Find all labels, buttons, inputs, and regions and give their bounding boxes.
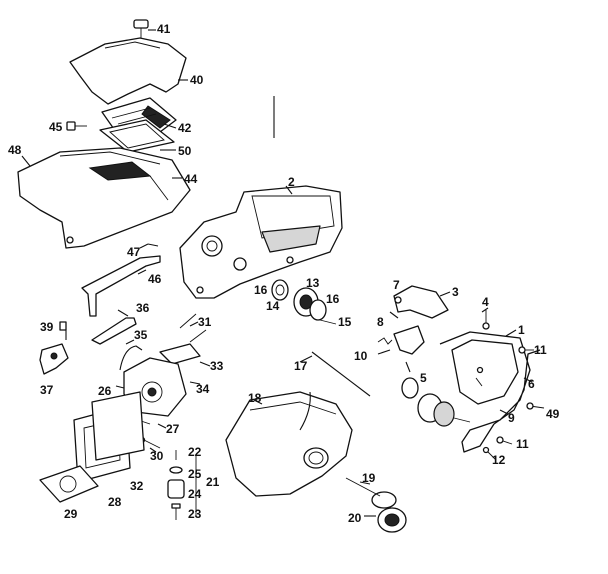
callout-49: 49 xyxy=(546,407,560,421)
callout-32: 32 xyxy=(130,479,144,493)
part-11-screw-bottom xyxy=(496,436,513,445)
part-24-sleeve xyxy=(167,479,185,499)
part-45-screw xyxy=(66,121,87,131)
callout-37: 37 xyxy=(40,383,54,397)
callout-20: 20 xyxy=(348,511,362,525)
part-4-screw xyxy=(482,310,490,330)
callout-46: 46 xyxy=(148,272,162,286)
part-46-bracket xyxy=(81,255,161,317)
callout-27: 27 xyxy=(166,422,180,436)
part-9-clip xyxy=(475,366,484,387)
part-31-screw xyxy=(179,313,207,343)
part-2-crankcase xyxy=(179,185,343,299)
callout-23: 23 xyxy=(188,507,202,521)
callout-13: 13 xyxy=(306,276,320,290)
callout-16b: 16 xyxy=(326,292,340,306)
callout-labels: 41 40 42 50 45 44 48 47 46 2 16 14 13 16… xyxy=(8,22,560,525)
callout-33: 33 xyxy=(210,359,224,373)
part-49-screw xyxy=(526,402,545,410)
part-25-washer xyxy=(169,466,183,474)
callout-7: 7 xyxy=(393,278,400,292)
callout-50: 50 xyxy=(178,144,192,158)
callout-34: 34 xyxy=(196,382,210,396)
part-47-pin xyxy=(147,243,159,247)
part-33-plate xyxy=(159,343,201,365)
part-50-gasket xyxy=(99,119,175,153)
part-6-clutch xyxy=(417,393,471,427)
part-5-washer xyxy=(401,377,419,399)
callout-42: 42 xyxy=(178,121,192,135)
callout-29: 29 xyxy=(64,507,78,521)
callout-26: 26 xyxy=(98,384,112,398)
part-23-screw xyxy=(171,503,181,520)
callout-11a: 11 xyxy=(534,343,547,357)
part-41-knob-screw xyxy=(133,19,149,44)
callout-35: 35 xyxy=(134,328,148,342)
callout-17: 17 xyxy=(294,359,308,373)
callout-9: 9 xyxy=(508,411,515,425)
callout-19: 19 xyxy=(362,471,376,485)
part-17-rod xyxy=(311,351,371,397)
part-8-link xyxy=(393,325,425,355)
callout-14: 14 xyxy=(266,299,280,313)
callout-16a: 16 xyxy=(254,283,268,297)
callout-3: 3 xyxy=(452,285,459,299)
part-7-pin xyxy=(394,296,402,304)
part-19-cap-gasket xyxy=(345,477,397,509)
callout-47: 47 xyxy=(127,245,141,259)
callout-11b: 11 xyxy=(516,437,529,451)
part-20-fuel-cap xyxy=(377,507,407,533)
part-18-fuel-tank xyxy=(225,391,353,497)
part-32-spacer xyxy=(91,391,145,461)
leader-lines xyxy=(21,29,533,517)
callout-48: 48 xyxy=(8,143,22,157)
callout-6: 6 xyxy=(528,377,535,391)
callout-10: 10 xyxy=(354,349,368,363)
callout-21: 21 xyxy=(206,475,220,489)
part-3-lever xyxy=(393,285,449,319)
callout-31: 31 xyxy=(198,315,212,329)
part-11-screw-top xyxy=(518,346,534,354)
part-40-top-cover xyxy=(69,37,187,105)
part-13-bearing xyxy=(293,287,327,321)
callout-5: 5 xyxy=(420,371,427,385)
part-29-gasket xyxy=(39,465,99,503)
callout-39: 39 xyxy=(40,320,54,334)
callout-44: 44 xyxy=(184,172,198,186)
part-48-housing-cover xyxy=(17,147,191,249)
callout-28: 28 xyxy=(108,495,122,509)
callout-12: 12 xyxy=(492,453,506,467)
part-12-screw xyxy=(482,446,497,461)
callout-24: 24 xyxy=(188,487,202,501)
callout-15: 15 xyxy=(338,315,352,329)
callout-2: 2 xyxy=(288,175,295,189)
callout-30: 30 xyxy=(150,449,164,463)
callout-40: 40 xyxy=(190,73,204,87)
part-36-rod xyxy=(91,317,137,345)
callout-8: 8 xyxy=(377,315,384,329)
callout-18: 18 xyxy=(248,391,262,405)
callout-4: 4 xyxy=(482,295,489,309)
part-10-spring xyxy=(377,337,393,345)
callout-45: 45 xyxy=(49,120,63,134)
callout-36: 36 xyxy=(136,301,150,315)
part-15-pin xyxy=(319,319,337,325)
part-14-seal xyxy=(271,279,289,301)
part-1-side-cover xyxy=(439,331,541,453)
callout-41: 41 xyxy=(157,22,171,36)
callout-1: 1 xyxy=(518,323,525,337)
part-35-line xyxy=(119,345,143,371)
part-39-screw xyxy=(59,321,67,331)
callout-25: 25 xyxy=(188,467,202,481)
callout-22: 22 xyxy=(188,445,202,459)
part-37-bracket xyxy=(39,343,69,375)
